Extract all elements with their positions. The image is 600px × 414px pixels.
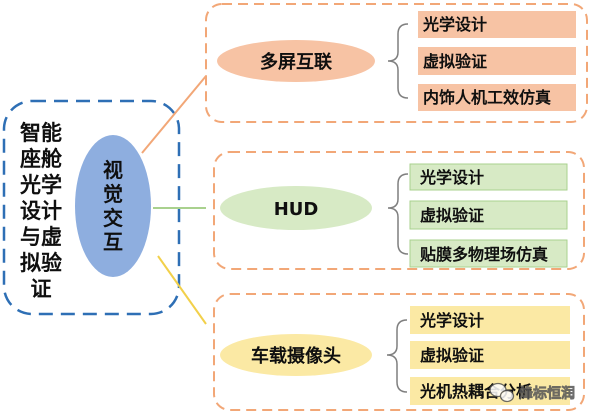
leaf-box-2-2 — [409, 200, 568, 230]
leaf-label-2-1: 光学设计 — [419, 168, 484, 187]
branch-name-1: 多屏互联 — [260, 51, 332, 73]
leaf-label-2-3: 贴膜多物理场仿真 — [420, 245, 548, 264]
branch-ellipse-2 — [220, 186, 372, 230]
hub-label-line-4: 互 — [103, 230, 123, 254]
branch-bracket-3 — [386, 319, 408, 393]
root-label-line-4: 设计 — [20, 199, 62, 223]
branch-name-3: 车载摄像头 — [251, 345, 341, 367]
hub-label-line-2: 觉 — [103, 182, 123, 206]
root-label-line-3: 光学 — [19, 173, 62, 197]
leaf-label-1-1: 光学设计 — [422, 15, 487, 34]
leaf-label-3-2: 虚拟验证 — [420, 346, 484, 365]
branch-ellipse-3 — [220, 334, 372, 376]
hub-label-line-1: 视 — [103, 158, 123, 182]
root-label-line-1: 智能 — [20, 121, 62, 145]
leaf-box-2-3 — [409, 239, 568, 268]
branch-name-2: HUD — [274, 199, 319, 220]
hub-label-line-3: 交 — [103, 206, 123, 230]
leaf-box-2-1 — [409, 163, 568, 191]
root-label-line-2: 座舱 — [20, 147, 63, 171]
root-label-line-5: 与虚 — [20, 225, 62, 249]
connector-line-3 — [157, 255, 207, 325]
hub-ellipse — [75, 135, 151, 277]
leaf-label-2-2: 虚拟验证 — [420, 206, 484, 225]
root-label-line-6: 拟验 — [20, 251, 62, 275]
leaf-box-1-3 — [418, 84, 576, 111]
branch-ellipse-1 — [217, 40, 375, 82]
connector-line-1 — [141, 75, 207, 154]
watermark: 烽标恒润 — [489, 382, 575, 403]
leaf-box-3-2 — [410, 341, 570, 369]
leaf-label-3-1: 光学设计 — [419, 311, 484, 330]
branch-bracket-1 — [387, 23, 409, 99]
leaf-label-1-2: 虚拟验证 — [423, 52, 487, 71]
leaf-label-3-3: 光机热耦合分析 — [419, 382, 532, 401]
leaf-box-1-2 — [418, 47, 576, 75]
root-label-line-7: 证 — [31, 277, 52, 301]
leaf-box-1-1 — [418, 11, 576, 38]
watermark-text: 烽标恒润 — [519, 385, 575, 402]
leaf-label-1-3: 内饰人机工效仿真 — [423, 88, 551, 107]
branch-bracket-2 — [387, 173, 409, 255]
wechat-icon — [489, 382, 515, 403]
leaf-box-3-1 — [410, 306, 570, 334]
